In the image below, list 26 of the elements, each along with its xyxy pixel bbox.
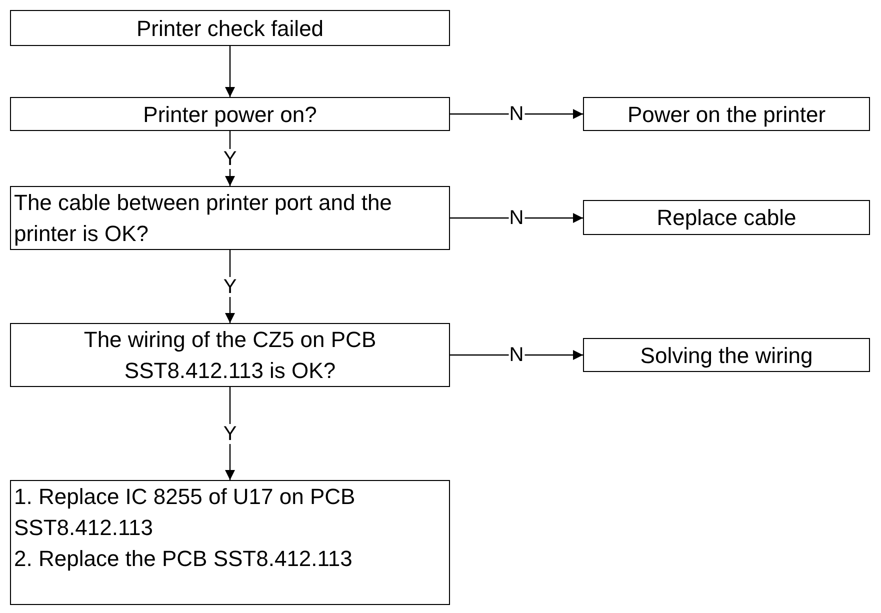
edge-label: Y <box>222 148 238 168</box>
arrow <box>225 387 235 480</box>
arrow <box>225 46 235 97</box>
process-box <box>583 200 870 235</box>
edge-label: Y <box>222 424 238 444</box>
arrow <box>450 213 583 223</box>
box-text: The wiring of the CZ5 on PCB SST8.412.113 is OK? <box>82 326 378 385</box>
edge-label: Y <box>222 276 238 296</box>
process-box <box>583 338 870 372</box>
box-text: Solving the wiring <box>639 342 814 370</box>
box-text: Printer check failed <box>135 14 325 42</box>
arrow <box>225 250 235 323</box>
arrow <box>450 350 583 360</box>
process-box <box>583 97 870 131</box>
process-box <box>10 323 450 387</box>
process-box <box>10 10 450 46</box>
process-box <box>10 480 450 605</box>
box-text: 1. Replace IC 8255 of U17 on PCB SST8.412.113 <box>14 483 356 542</box>
process-box <box>10 186 450 250</box>
box-text: Replace cable <box>656 204 798 232</box>
box-text: Power on the printer <box>626 100 827 129</box>
process-box <box>10 97 450 131</box>
arrow <box>450 109 583 119</box>
box-text: Printer power on? <box>142 100 318 129</box>
box-text: 2. Replace the PCB SST8.412.113 <box>14 545 354 573</box>
box-text: The cable between printer port and the printer is OK? <box>14 189 393 248</box>
